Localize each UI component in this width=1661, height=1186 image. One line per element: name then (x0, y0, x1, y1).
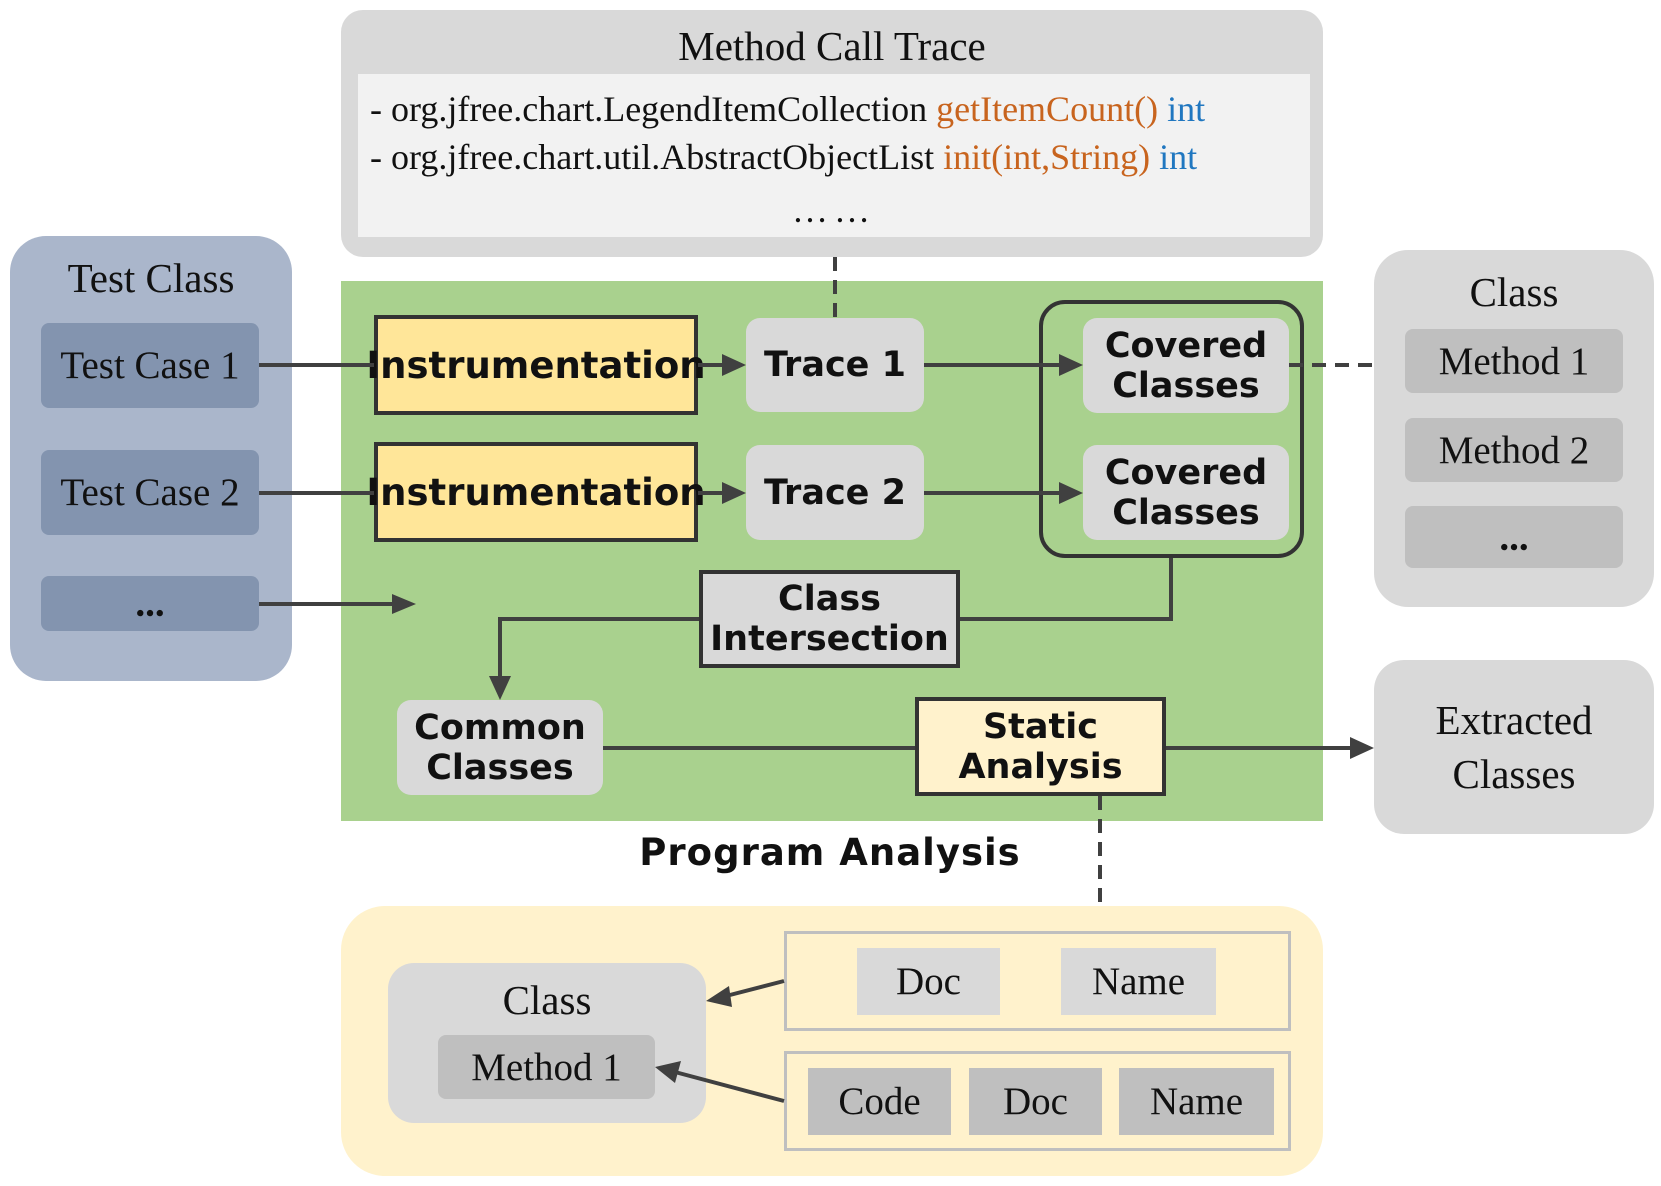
class-name-chip: Name (1061, 948, 1216, 1015)
trace-return-type: int (1150, 137, 1198, 177)
bottom-class-title: Class (502, 977, 592, 1023)
class-doc-chip: Doc (857, 948, 1000, 1015)
covered-label-line2: Classes (1112, 492, 1260, 533)
intersection-label-line1: Class (778, 579, 881, 619)
covered-classes-box-1: Covered Classes (1083, 318, 1289, 413)
connector-row2-method (674, 1070, 785, 1103)
instrumentation-box-1: Instrumentation (366, 315, 706, 415)
instrumentation-box-2: Instrumentation (366, 442, 706, 542)
class-method-more: ... (1405, 506, 1623, 568)
covered-classes-box-2: Covered Classes (1083, 445, 1289, 540)
arrowhead-trace2 (722, 482, 746, 504)
method-features-row (784, 1051, 1291, 1151)
trace-1-box: Trace 1 (746, 318, 924, 412)
extracted-label-line1: Extracted (1435, 697, 1593, 743)
trace-2-box: Trace 2 (746, 445, 924, 540)
covered-classes-group (1039, 300, 1304, 558)
intersection-label-line2: Intersection (710, 619, 949, 659)
trace-method-name: init(int,String) (943, 137, 1151, 177)
class-intersection-box: Class Intersection (699, 570, 960, 668)
covered-label-line1: Covered (1104, 452, 1268, 493)
test-case-2: Test Case 2 (41, 450, 259, 535)
method-doc-chip: Doc (969, 1068, 1102, 1135)
test-case-1: Test Case 1 (41, 323, 259, 408)
covered-label-line1: Covered (1104, 325, 1268, 366)
static-label-line1: Static (982, 706, 1099, 747)
program-analysis-label: Program Analysis (639, 830, 1021, 874)
trace-class-name: - org.jfree.chart.util.AbstractObjectLis… (370, 137, 944, 177)
trace-line: - org.jfree.chart.LegendItemCollection g… (370, 86, 1205, 132)
method-call-trace-list (358, 74, 1310, 237)
arrowhead-extracted (1350, 737, 1374, 759)
connector-intersection-common (498, 617, 699, 680)
class-panel-title: Class (1469, 269, 1559, 315)
arrowhead-more (392, 594, 416, 614)
connector-row1-class (725, 979, 785, 998)
trace-return-type: int (1158, 89, 1206, 129)
method-name-chip: Name (1119, 1068, 1274, 1135)
connector-covered-intersection (960, 558, 1173, 621)
trace-class-name: - org.jfree.chart.LegendItemCollection (370, 89, 937, 129)
arrowhead-trace1 (722, 354, 746, 376)
class-features-row (784, 931, 1291, 1031)
common-label-line2: Classes (426, 747, 574, 788)
bottom-method-1: Method 1 (438, 1035, 655, 1099)
arrowhead-covered2 (1059, 482, 1083, 504)
extracted-label-line2: Classes (1452, 751, 1576, 797)
trace-line: - org.jfree.chart.util.AbstractObjectLis… (370, 134, 1197, 180)
method-code-chip: Code (808, 1068, 951, 1135)
arrowhead-common (489, 676, 511, 700)
trace-method-name: getItemCount() (936, 89, 1159, 129)
static-analysis-box: Static Analysis (915, 697, 1166, 796)
test-case-more: ... (41, 576, 259, 631)
static-label-line2: Analysis (958, 746, 1123, 787)
extracted-classes-box: Extracted Classes (1374, 660, 1654, 834)
trace-ellipsis: …… (792, 190, 876, 230)
method-call-trace-title: Method Call Trace (678, 23, 986, 69)
arrowhead-bottom-method (655, 1061, 681, 1083)
common-classes-box: Common Classes (397, 700, 603, 795)
class-method-2: Method 2 (1405, 418, 1623, 482)
arrowhead-covered1 (1059, 354, 1083, 376)
common-label-line1: Common (414, 707, 586, 748)
arrowhead-bottom-class (706, 986, 732, 1007)
covered-label-line2: Classes (1112, 365, 1260, 406)
class-method-1: Method 1 (1405, 329, 1623, 393)
test-class-title: Test Class (67, 255, 235, 301)
